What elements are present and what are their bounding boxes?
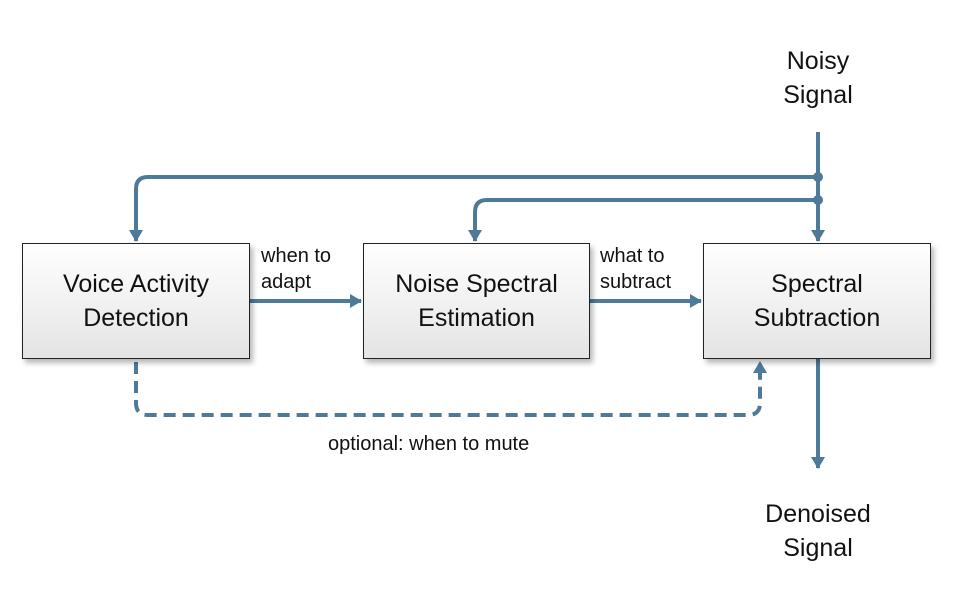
voice-activity-detection-box: Voice Activity Detection bbox=[22, 243, 250, 359]
branch-to-vad-connector bbox=[129, 175, 818, 242]
vad-label-line2: Detection bbox=[83, 304, 189, 332]
branch-to-nse-connector bbox=[468, 198, 818, 242]
vad-label-line1: Voice Activity bbox=[63, 270, 209, 298]
junction-dot-nse bbox=[813, 195, 823, 205]
junction-dot-vad bbox=[813, 172, 823, 182]
nse-label-line1: Noise Spectral bbox=[395, 270, 558, 298]
output-label-line1: Denoised bbox=[765, 500, 871, 528]
edge-label-what-to-subtract: what to subtract bbox=[600, 243, 671, 295]
ss-label-line2: Subtraction bbox=[753, 304, 881, 332]
ss-label-line1: Spectral bbox=[771, 270, 863, 298]
edge-label-when-to-adapt: when to adapt bbox=[261, 243, 331, 295]
edge-label-when-to-adapt-line2: adapt bbox=[261, 271, 312, 293]
noise-spectral-estimation-box: Noise Spectral Estimation bbox=[363, 243, 590, 359]
edge-label-what-to-subtract-line2: subtract bbox=[600, 271, 672, 293]
input-label-line2: Signal bbox=[783, 81, 853, 109]
edge-label-when-to-adapt-line1: when to bbox=[261, 245, 332, 267]
input-label: Noisy Signal bbox=[738, 44, 898, 112]
edge-label-what-to-subtract-line1: what to bbox=[600, 245, 665, 267]
output-label-line2: Signal bbox=[783, 534, 853, 562]
output-label: Denoised Signal bbox=[738, 497, 898, 565]
input-label-line1: Noisy bbox=[786, 47, 850, 75]
edge-label-optional-mute: optional: when to mute bbox=[328, 433, 530, 455]
spectral-subtraction-box: Spectral Subtraction bbox=[703, 243, 931, 359]
optional-mute-dashed-arrow bbox=[134, 361, 767, 417]
nse-label-line2: Estimation bbox=[418, 304, 535, 332]
